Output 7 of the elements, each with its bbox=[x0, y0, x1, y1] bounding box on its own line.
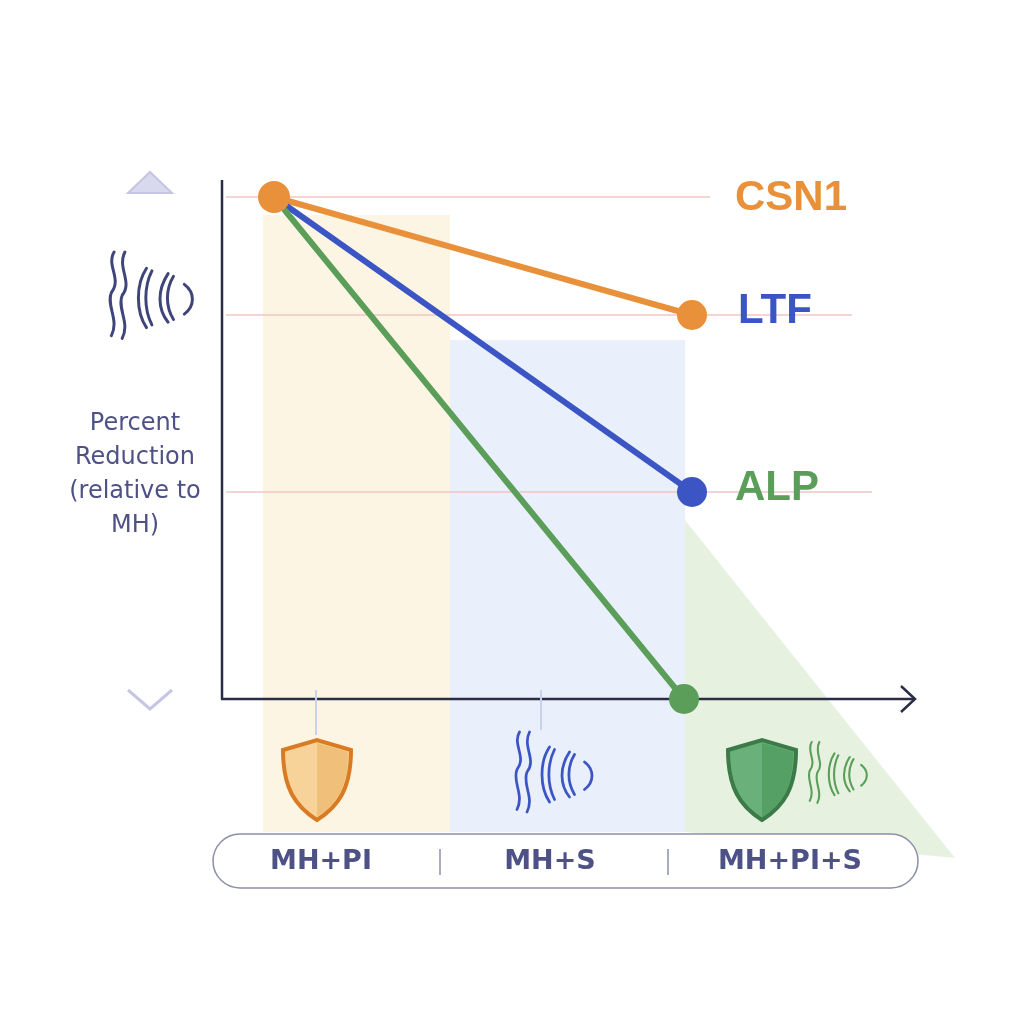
category-label: MH+PI bbox=[270, 844, 372, 875]
category-label: MH+PI+S bbox=[718, 844, 862, 875]
series-label: LTF bbox=[738, 285, 812, 333]
series-label: CSN1 bbox=[735, 172, 848, 220]
category-label: MH+S bbox=[504, 844, 596, 875]
series-label: ALP bbox=[735, 462, 819, 510]
axis-title: Percent Reduction (relative to MH) bbox=[68, 407, 202, 540]
